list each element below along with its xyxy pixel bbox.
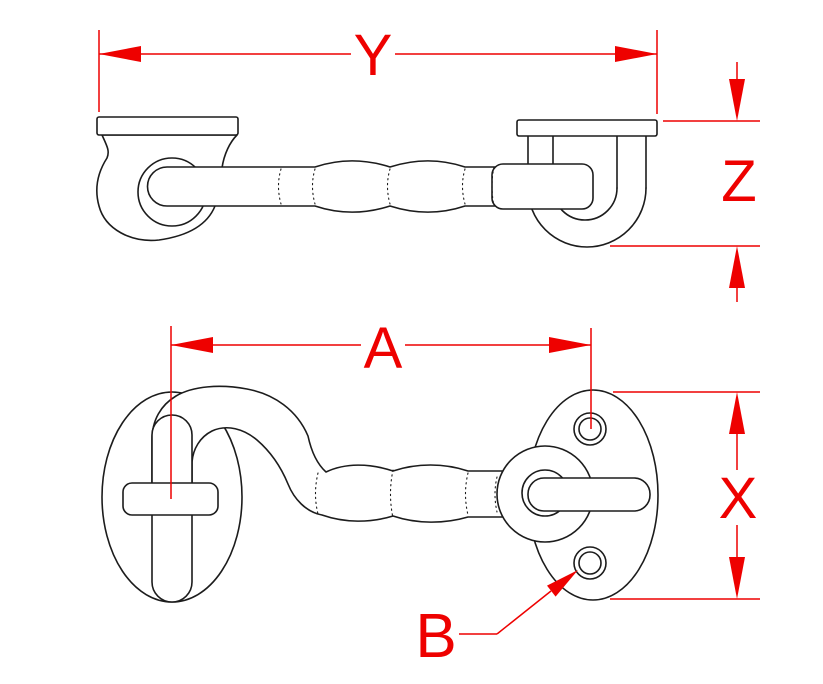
dimension-x: X [610,391,760,600]
dim-label-z: Z [721,149,756,214]
eye-flange-cap [96,116,239,136]
dim-label-x: X [719,466,758,531]
leader-line [496,590,552,635]
dimension-z: Z [610,62,760,302]
hook-shank-side [146,160,560,213]
section-line-dotted [389,469,394,519]
section-line-dotted [464,472,469,516]
staple-outer-arc [527,187,647,248]
arrowhead-left-icon [171,337,213,353]
arrowhead-left-icon [99,46,141,62]
staple-flange-cap [516,119,658,137]
section-line-dotted [314,472,319,515]
dim-label-b: B [415,602,456,671]
arrowhead-down-icon [729,79,745,121]
dim-label-y: Y [354,23,393,88]
callout-b: B [415,570,578,671]
arrowhead-up-icon [729,392,745,434]
arrowhead-right-icon [549,337,591,353]
dimension-a: A [170,316,592,499]
dimension-y: Y [98,23,658,114]
arrowhead-right-icon [615,46,657,62]
screw-hole-top [578,417,602,441]
shank-end-boss-side [491,163,594,210]
arrowhead-icon [547,570,578,597]
side-view [96,116,658,248]
arrowhead-up-icon [729,246,745,288]
arrowhead-down-icon [729,557,745,599]
section-line-dotted [491,166,495,207]
shank-end-stadium-plan [527,477,651,512]
dim-label-a: A [364,316,403,381]
screw-hole-bottom [578,551,602,575]
plan-view [101,385,659,603]
